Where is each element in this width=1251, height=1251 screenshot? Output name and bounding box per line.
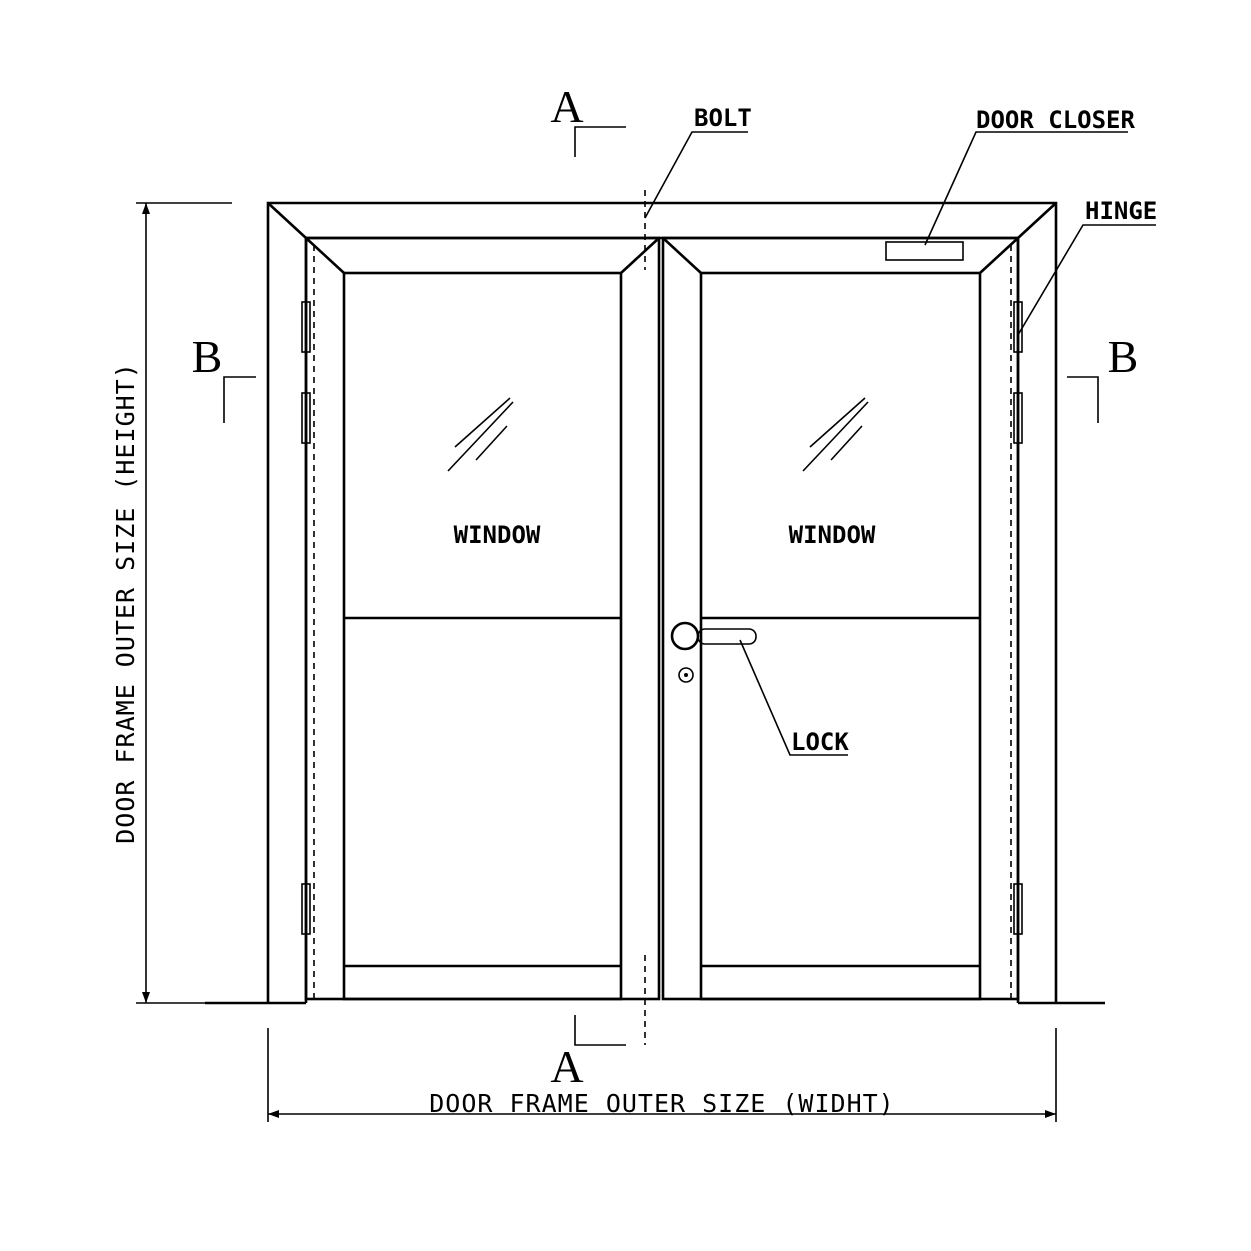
height-dimension-label: DOOR FRAME OUTER SIZE (HEIGHT) (111, 362, 140, 844)
section-a-top-marker: A (550, 81, 626, 157)
section-b-left-letter: B (192, 331, 223, 382)
section-b-right-letter: B (1108, 331, 1139, 382)
hinge-icons (301, 301, 1023, 935)
left-door-leaf: WINDOW (304, 236, 661, 1001)
lock-label: LOCK (791, 728, 849, 756)
window-label-left: WINDOW (454, 521, 541, 549)
window-label-right: WINDOW (789, 521, 876, 549)
keyhole-icon (678, 667, 694, 683)
section-a-bottom-marker: A (550, 1015, 626, 1092)
right-door-panel (699, 271, 982, 1001)
width-dimension: DOOR FRAME OUTER SIZE (WIDHT) (267, 1028, 1057, 1122)
section-b-right-marker: B (1067, 331, 1138, 423)
hinge-icon (301, 883, 311, 935)
width-dimension-label: DOOR FRAME OUTER SIZE (WIDHT) (429, 1089, 895, 1118)
callout-leaders (644, 131, 1156, 756)
right-glass-hatch-icon (802, 397, 869, 472)
left-glass-hatch-icon (447, 397, 514, 472)
hinge-icon (1013, 392, 1023, 444)
section-a-bottom-letter: A (550, 1041, 583, 1092)
door-frame (205, 201, 1105, 1005)
bolt-label: BOLT (694, 104, 752, 132)
hinge-icon (301, 392, 311, 444)
left-door-panel (342, 271, 623, 1001)
hinge-label: HINGE (1085, 197, 1157, 225)
hinge-icon (1013, 883, 1023, 935)
hinge-icon (301, 301, 311, 353)
right-door-leaf: WINDOW (661, 236, 1020, 1001)
section-a-top-letter: A (550, 81, 583, 132)
section-b-left-marker: B (192, 331, 256, 423)
height-dimension: DOOR FRAME OUTER SIZE (HEIGHT) (111, 202, 232, 1004)
lock-handle-icon (670, 621, 757, 683)
door-closer-icon (885, 241, 964, 261)
door-closer-label: DOOR CLOSER (976, 106, 1135, 134)
